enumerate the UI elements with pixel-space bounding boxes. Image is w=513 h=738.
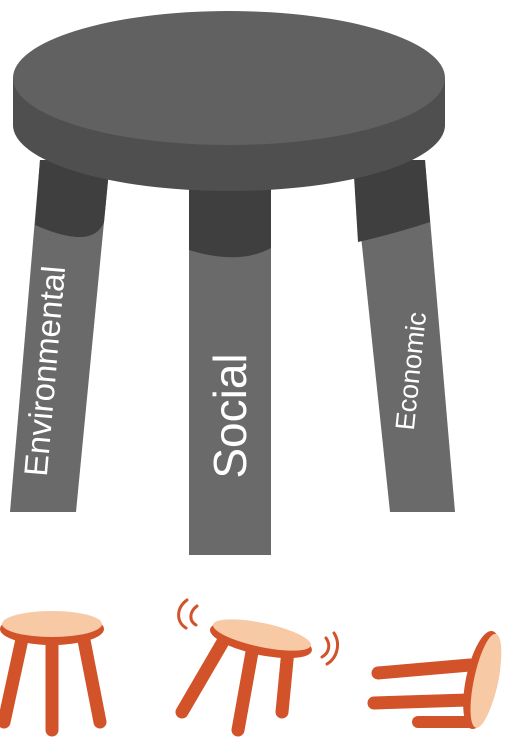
wobbling-stool-icon [179, 600, 338, 730]
main-stool: Environmental Social Economic [10, 11, 455, 555]
stable-stool-icon [0, 611, 104, 730]
fallen-stool-icon [374, 628, 508, 732]
leg-label-social: Social [204, 353, 256, 478]
stool-seat [13, 11, 445, 191]
